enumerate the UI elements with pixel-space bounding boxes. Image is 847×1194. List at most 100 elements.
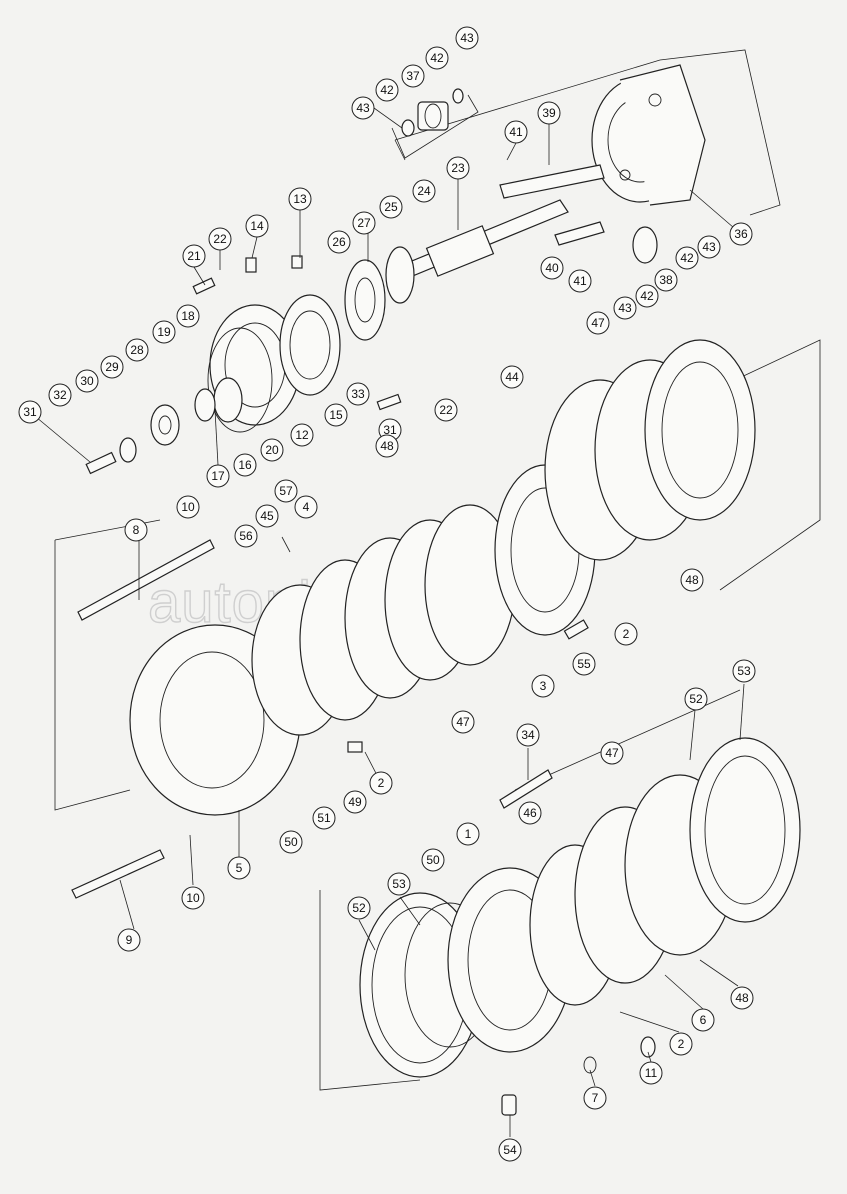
callout-21: 21 [182, 244, 206, 268]
callout-label: 10 [181, 500, 195, 514]
callout-circle [234, 524, 258, 548]
pinion-shaft-39 [499, 164, 605, 199]
callout-circle [498, 1138, 522, 1162]
callout-circle [614, 622, 638, 646]
callout-circle [540, 256, 564, 280]
callout-label: 11 [645, 1066, 658, 1080]
callout-22: 22 [208, 227, 232, 251]
callout-20: 20 [260, 438, 284, 462]
callout-label: 3 [540, 679, 547, 693]
callout-7: 7 [583, 1086, 607, 1110]
callout-label: 43 [702, 240, 716, 254]
callout-label: 21 [187, 249, 201, 263]
callout-circle [654, 268, 678, 292]
callout-34: 34 [516, 723, 540, 747]
callout-50: 50 [421, 848, 445, 872]
callout-45: 45 [255, 504, 279, 528]
callout-label: 30 [80, 374, 94, 388]
housing-bore [159, 651, 265, 789]
clutch-hub-26 [344, 259, 386, 341]
callout-label: 53 [737, 664, 751, 678]
pin-13 [291, 255, 303, 269]
callout-label: 6 [700, 1013, 707, 1027]
callout-circle [18, 400, 42, 424]
callout-circle [352, 211, 376, 235]
callout-13: 13 [288, 187, 312, 211]
callout-circle [586, 311, 610, 335]
callout-label: 8 [133, 523, 140, 537]
callout-43: 43 [613, 296, 637, 320]
callout-label: 47 [605, 746, 619, 760]
callout-label: 25 [384, 200, 398, 214]
callout-57: 57 [274, 479, 298, 503]
pinion-gear-bore [424, 103, 442, 129]
callout-circle [208, 227, 232, 251]
ring-7 [583, 1056, 597, 1074]
callout-label: 42 [430, 51, 444, 65]
callout-circle [351, 96, 375, 120]
callout-circle [387, 872, 411, 896]
callout-17: 17 [206, 464, 230, 488]
callout-circle [206, 464, 230, 488]
callout-label: 38 [659, 273, 673, 287]
callout-label: 48 [380, 439, 394, 453]
washer-29 [119, 437, 137, 463]
callout-circle [639, 1061, 663, 1085]
lower-clutch-pack [319, 689, 801, 1116]
plug-11 [640, 1036, 656, 1058]
callout-47: 47 [586, 311, 610, 335]
piston-15 [279, 294, 341, 396]
callout-33: 33 [346, 382, 370, 406]
callout-15: 15 [324, 403, 348, 427]
callout-42: 42 [675, 246, 699, 270]
callout-circle [583, 1086, 607, 1110]
callout-label: 57 [279, 484, 293, 498]
callout-label: 39 [542, 106, 556, 120]
callout-label: 12 [295, 428, 309, 442]
callout-label: 43 [356, 101, 370, 115]
callout-47: 47 [451, 710, 475, 734]
callout-circle [327, 230, 351, 254]
pin-34 [499, 769, 553, 809]
callout-48: 48 [680, 568, 704, 592]
callout-circle [176, 304, 200, 328]
bearing-42 [452, 88, 464, 104]
callout-49: 49 [343, 790, 367, 814]
bearing-27 [385, 246, 415, 304]
callout-label: 41 [509, 125, 523, 139]
callout-22: 22 [434, 398, 458, 422]
callout-circle [379, 195, 403, 219]
callout-label: 15 [329, 408, 343, 422]
callout-label: 33 [351, 387, 365, 401]
callout-31: 31 [18, 400, 42, 424]
callout-circle [324, 403, 348, 427]
callout-circle [233, 453, 257, 477]
callout-circle [375, 434, 399, 458]
callout-label: 16 [238, 458, 252, 472]
callout-label: 19 [157, 325, 171, 339]
callout-label: 32 [53, 388, 67, 402]
callout-51: 51 [312, 806, 336, 830]
plate-bore [661, 361, 739, 499]
callout-42: 42 [635, 284, 659, 308]
callout-circle [568, 269, 592, 293]
callout-48: 48 [375, 434, 399, 458]
callout-36: 36 [729, 222, 753, 246]
callout-label: 23 [451, 161, 465, 175]
callout-2: 2 [614, 622, 638, 646]
callout-circle [455, 26, 479, 50]
callout-4: 4 [294, 495, 318, 519]
callout-32: 32 [48, 383, 72, 407]
callout-circle [732, 659, 756, 683]
top-assembly-frame [394, 49, 781, 216]
callout-circle [124, 518, 148, 542]
bearing-42 [401, 119, 415, 137]
callout-9: 9 [117, 928, 141, 952]
callout-label: 31 [23, 405, 37, 419]
gear-group-frame [391, 94, 479, 159]
callout-circle [117, 928, 141, 952]
callout-3: 3 [531, 674, 555, 698]
bolt-31-right [376, 393, 402, 411]
callout-label: 26 [332, 235, 346, 249]
